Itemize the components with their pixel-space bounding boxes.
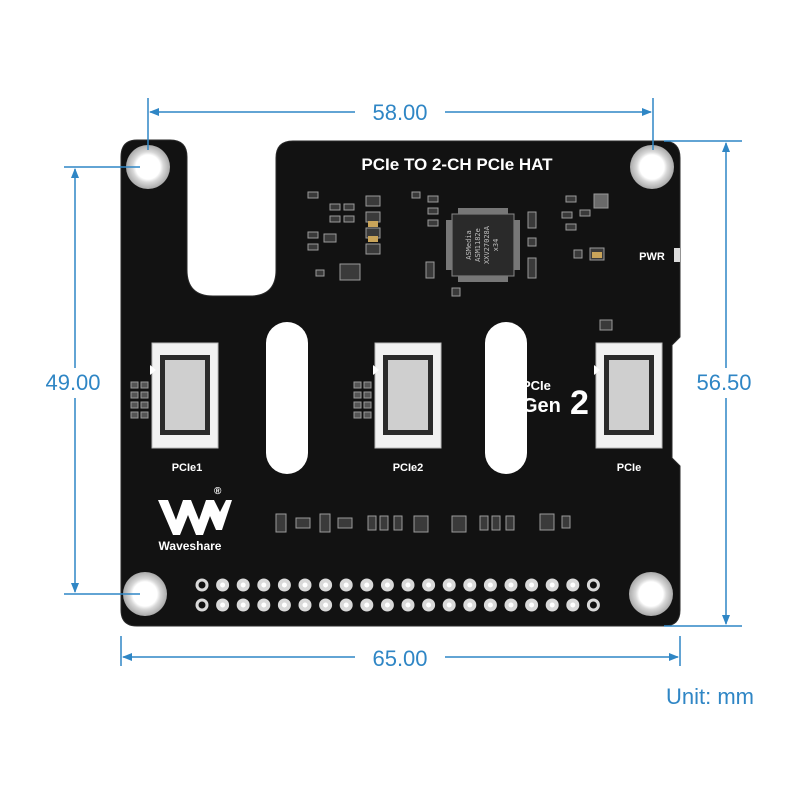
gpio-pin-hole	[198, 581, 206, 589]
chip-marking-line: ASMedia	[465, 230, 473, 260]
gpio-pin-hole	[549, 582, 555, 588]
fpc-connector-pcie1	[150, 342, 219, 449]
gpio-pin-hole	[589, 581, 597, 589]
gpio-pin-hole	[384, 582, 390, 588]
smd-components-gold	[368, 221, 602, 258]
gpio-pin-hole	[198, 601, 206, 609]
gpio-pin-hole	[364, 602, 370, 608]
gpio-pin-hole	[467, 582, 473, 588]
dimension-top: 58.00	[147, 98, 654, 150]
gpio-pin-hole	[240, 602, 246, 608]
waveshare-logo: ® Waveshare	[158, 486, 232, 553]
gpio-pin-hole	[220, 602, 226, 608]
unit-label: Unit: mm	[666, 684, 754, 709]
port-label: PCIe1	[172, 462, 203, 474]
gpio-header	[195, 578, 600, 612]
fpc-connector-pcie2	[373, 342, 442, 449]
gpio-pin-hole	[426, 582, 432, 588]
gpio-pin-hole	[384, 602, 390, 608]
gpio-pin-hole	[426, 602, 432, 608]
gpio-pin-hole	[220, 582, 226, 588]
gpio-pin-hole	[323, 582, 329, 588]
dimension-bottom: 65.00	[120, 636, 681, 671]
logo-registered-mark: ®	[214, 486, 222, 497]
gpio-pin-hole	[487, 582, 493, 588]
gen-badge-number: 2	[570, 384, 589, 422]
pwr-led	[674, 248, 680, 262]
gpio-pin-hole	[446, 602, 452, 608]
gpio-pin-hole	[529, 602, 535, 608]
gpio-pin-hole	[302, 582, 308, 588]
gpio-pin-hole	[446, 582, 452, 588]
gen2-badge: PCIe Gen 2	[522, 378, 589, 422]
gpio-pin-hole	[405, 582, 411, 588]
gpio-pin-hole	[589, 601, 597, 609]
gen-badge-bottom: Gen	[522, 395, 561, 417]
mounting-hole	[126, 145, 170, 189]
gpio-pin-hole	[467, 602, 473, 608]
board-slot	[485, 322, 527, 474]
dimension-top-label: 58.00	[372, 100, 427, 125]
gpio-pin-hole	[281, 602, 287, 608]
port-label: PCIe	[617, 462, 641, 474]
mounting-hole	[123, 572, 167, 616]
gpio-pin-hole	[343, 602, 349, 608]
gpio-pin-hole	[240, 582, 246, 588]
pin-block	[130, 381, 372, 419]
gpio-pin-hole	[281, 582, 287, 588]
dimension-bottom-label: 65.00	[372, 646, 427, 671]
board-slot	[266, 322, 308, 474]
dimension-left: 49.00	[30, 166, 140, 595]
board-title: PCIe TO 2-CH PCIe HAT	[361, 155, 553, 174]
gpio-pin-hole	[529, 582, 535, 588]
chip-marking-line: ASM1182e	[474, 228, 482, 262]
chip-marking-line: XXV27028A	[483, 225, 491, 264]
chip-marking-line: x34	[492, 239, 500, 252]
gpio-pin-hole	[549, 602, 555, 608]
mounting-hole	[629, 572, 673, 616]
gpio-pin-hole	[364, 582, 370, 588]
port-label: PCIe2	[393, 462, 424, 474]
gpio-pin-hole	[508, 602, 514, 608]
gpio-pin-hole	[570, 582, 576, 588]
gpio-pin-hole	[343, 582, 349, 588]
gpio-pin-hole	[261, 602, 267, 608]
fpc-connector-pcie	[594, 342, 663, 449]
mounting-hole	[630, 145, 674, 189]
waveshare-logo-mark	[158, 500, 232, 535]
pwr-label: PWR	[639, 251, 665, 263]
gpio-pin-hole	[570, 602, 576, 608]
dimension-right-label: 56.50	[696, 370, 751, 395]
smd-components	[275, 191, 613, 533]
gen-badge-top: PCIe	[522, 378, 551, 393]
gpio-pin-hole	[487, 602, 493, 608]
dimension-right: 56.50	[664, 140, 768, 627]
pcb-board: PCIe TO 2-CH PCIe HAT ASMedia ASM1182e X…	[120, 139, 681, 627]
gpio-pin-hole	[261, 582, 267, 588]
gpio-pin-hole	[405, 602, 411, 608]
pcie-switch-chip: ASMedia ASM1182e XXV27028A x34	[446, 208, 520, 282]
gpio-pin-hole	[508, 582, 514, 588]
gpio-pin-hole	[323, 602, 329, 608]
gpio-pin-hole	[302, 602, 308, 608]
dimension-left-label: 49.00	[45, 370, 100, 395]
logo-text: Waveshare	[159, 539, 222, 553]
